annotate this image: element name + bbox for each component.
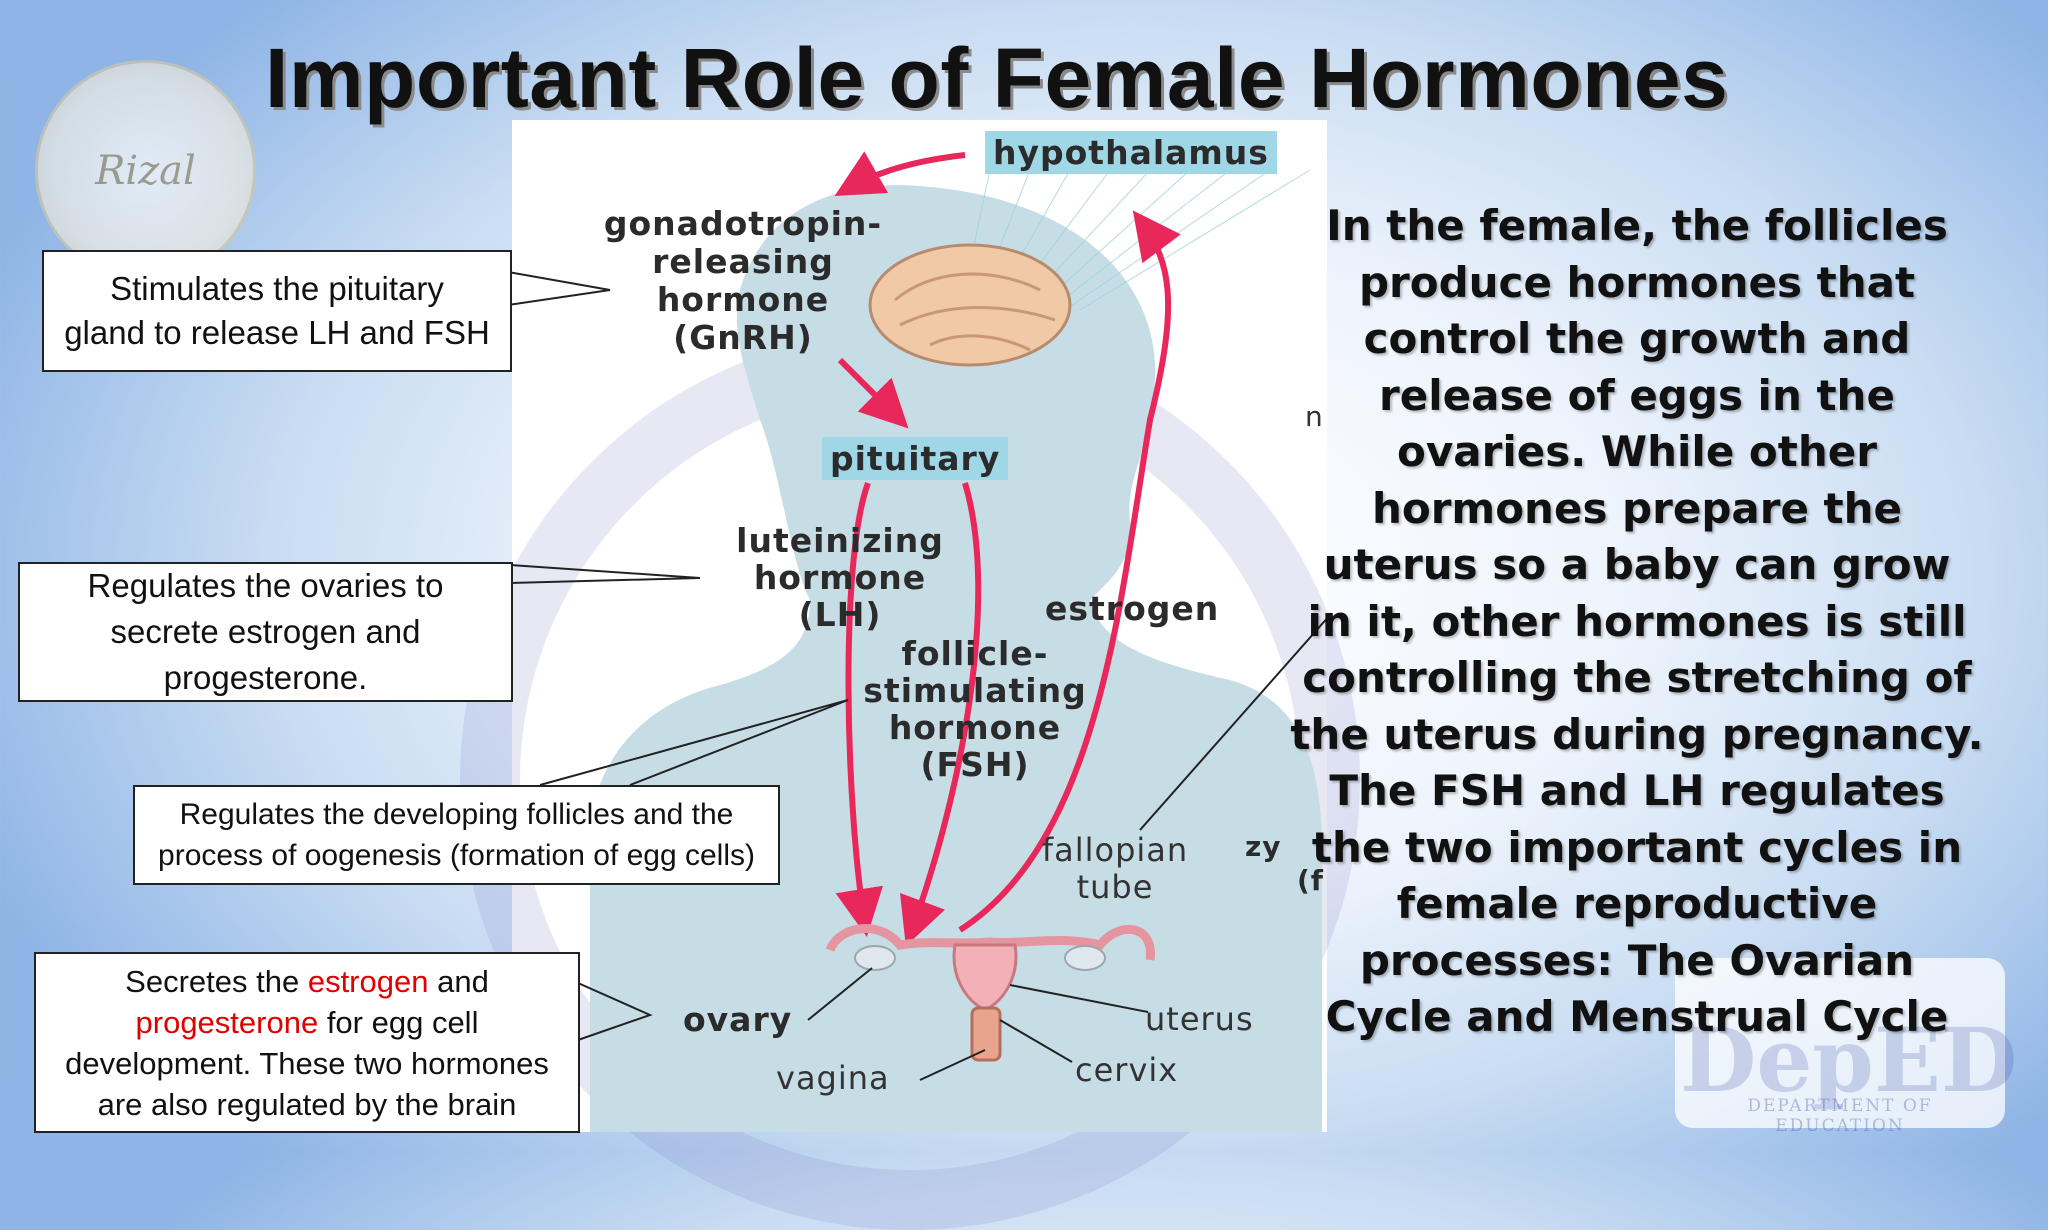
seal-text: Rizal [95, 147, 196, 194]
uterus-label: uterus [1145, 1000, 1254, 1038]
fallopian-tube-label: fallopian tube [1041, 831, 1189, 906]
gnrh-callout: Stimulates the pituitary gland to releas… [42, 250, 512, 372]
deped-logo-word: DepED [1680, 1008, 2018, 1112]
slide-title: Important Role of Female Hormones [265, 31, 1729, 125]
lh-label: luteinizing hormone (LH) [736, 521, 944, 634]
deped-logo-box [1675, 958, 2005, 1128]
diagram-graphics [507, 151, 1331, 1132]
partial-label-zy: zy [1245, 830, 1282, 863]
fsh-label: follicle- stimulating hormone (FSH) [863, 634, 1087, 784]
ovary-label: ovary [683, 1000, 793, 1039]
vagina-label: vagina [776, 1059, 890, 1097]
partial-label-f: (f [1297, 864, 1324, 897]
deped-logo-subtitle: DEPARTMENT OF EDUCATION [1747, 1096, 1933, 1136]
partial-label-n: n [1305, 400, 1324, 433]
fsh-callout: Regulates the developing follicles and t… [133, 785, 780, 885]
reproductive-organs [825, 924, 1155, 1062]
explanation-paragraph: In the female, the follicles produce hor… [1290, 201, 1984, 1041]
estrogen-label: estrogen [1045, 589, 1220, 628]
hormone-arrows [834, 151, 1181, 947]
deped-rizal-seal: Rizal [35, 60, 256, 281]
label-pointers [507, 271, 1331, 1081]
ovary-callout: Secretes the estrogen and progesterone f… [34, 952, 580, 1133]
gnrh-label: gonadotropin- releasing hormone (GnRH) [603, 204, 883, 357]
hypothalamus-label: hypothalamus [985, 131, 1277, 174]
cervix-label: cervix [1075, 1051, 1179, 1089]
body-silhouette [590, 185, 1322, 1132]
lh-callout: Regulates the ovaries to secrete estroge… [18, 562, 513, 702]
brain-illustration [868, 243, 1072, 367]
pituitary-label: pituitary [822, 437, 1009, 480]
